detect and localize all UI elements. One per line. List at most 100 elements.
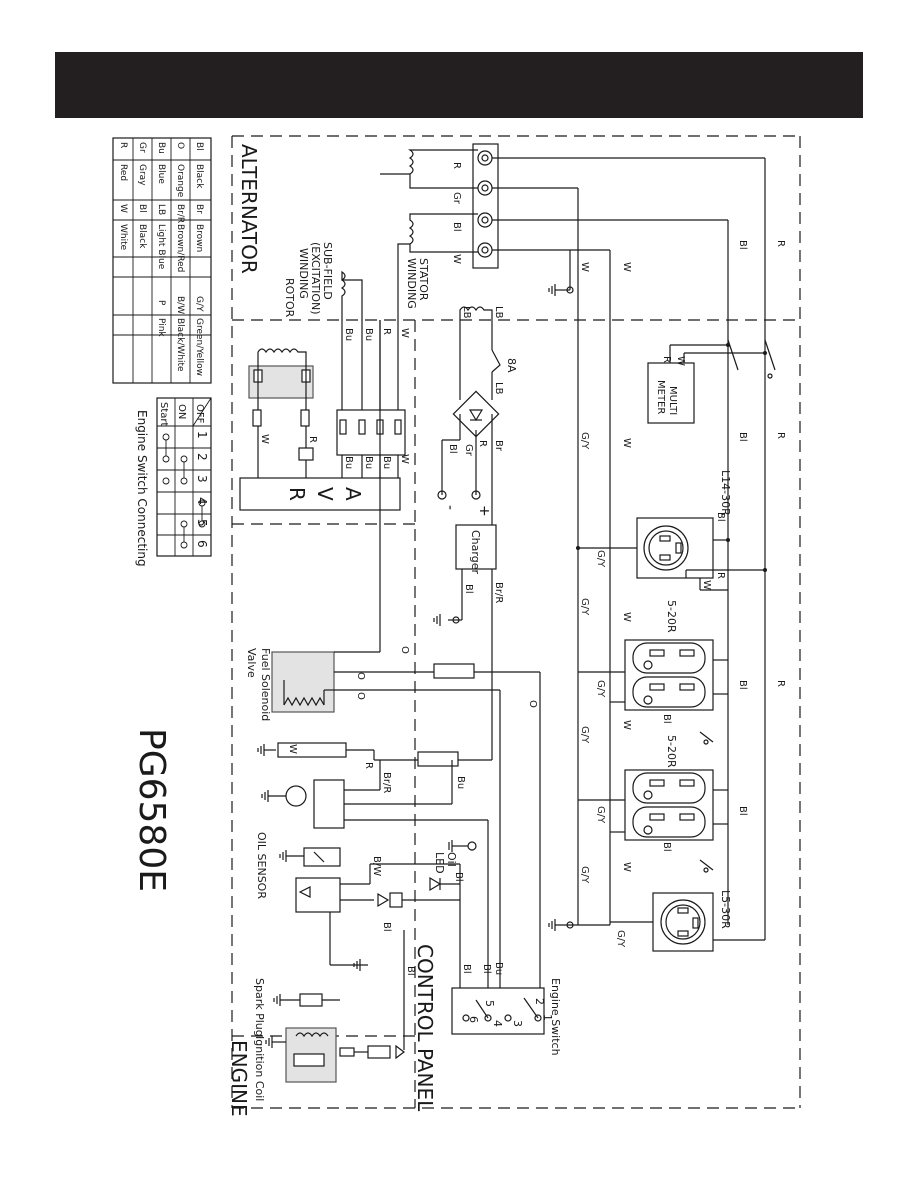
wire-label-bl-5: Bl <box>737 680 748 690</box>
wire-label-bl-4: Bl <box>715 512 726 522</box>
legend-color-blue: Blue <box>156 164 166 184</box>
legend-code-p: P <box>156 300 166 306</box>
stator-label-1: STATOR <box>417 258 430 301</box>
ignition-coil-label: Ignition Coil <box>253 1036 266 1101</box>
wire-label-gy-8: G/Y <box>615 930 626 948</box>
plus-label: + <box>476 505 492 517</box>
legend-color-gray: Gray <box>137 164 147 186</box>
wire-label-gr-2: Gr <box>463 444 474 457</box>
engine-switch-term-6: 6 <box>467 1016 480 1023</box>
switch-row-off: OFF <box>194 404 205 424</box>
legend-color-black2: Black <box>137 224 147 249</box>
l14-30r-label: L14-30R <box>719 470 732 516</box>
wire-label-bl-15: Bl <box>405 966 416 976</box>
switch-col-4: 4 <box>195 497 209 505</box>
5-20r-receptacle-2 <box>578 769 728 873</box>
charging-circuit <box>433 306 501 740</box>
wire-label-w-3: W <box>579 262 590 272</box>
legend-color-white: White <box>118 224 128 251</box>
l5-30r-label: L5-30R <box>719 890 732 929</box>
wire-labels: R Gr Bl W R Bl W W R Bl W G/Y Bl R W G/Y… <box>259 162 786 976</box>
subfield-label-1: SUB-FIELD <box>321 242 334 300</box>
wire-label-w-1: W <box>451 254 462 264</box>
subfield-winding <box>336 270 406 478</box>
switch-col-2: 2 <box>195 453 209 461</box>
wire-label-bu-5: Bu <box>343 456 354 469</box>
switch-col-3: 3 <box>195 475 209 483</box>
wire-label-o-1: O <box>399 646 410 654</box>
wire-label-bl-11: Bl <box>453 872 464 882</box>
wire-label-bl-13: Bl <box>481 964 492 974</box>
engine-title: ENGINE <box>227 1040 251 1117</box>
control-panel-title: CONTROL PANEL <box>413 944 437 1112</box>
wire-label-gy-4: G/Y <box>595 680 606 698</box>
engine-switch-term-5: 5 <box>483 1000 496 1007</box>
rotor <box>248 348 314 478</box>
wire-label-lb-1: LB <box>461 306 472 319</box>
wire-label-r-2: R <box>775 240 786 247</box>
wire-label-lb-2: LB <box>493 306 504 319</box>
wire-label-w-2: W <box>621 262 632 272</box>
multimeter <box>647 343 767 424</box>
wire-label-r-4: R <box>715 572 726 579</box>
legend-color-green-yellow: Green/Yellow <box>194 318 204 376</box>
switch-row-start: Start <box>158 402 169 427</box>
wire-label-bl-2: Bl <box>737 240 748 250</box>
subfield-label-3: WINDING <box>297 248 310 299</box>
wire-label-w-10: W <box>399 454 410 464</box>
engine-switch-term-3: 3 <box>511 1020 524 1027</box>
wire-label-w-9: W <box>399 328 410 338</box>
avr-a: A <box>341 487 365 501</box>
wire-label-gy-5: G/Y <box>579 726 590 744</box>
minus-label: - <box>442 505 458 510</box>
wire-label-bl-1: Bl <box>451 222 462 232</box>
header-bar <box>55 52 863 118</box>
legend-code-r: R <box>118 142 128 148</box>
model-number: PG6580E <box>131 728 172 892</box>
wire-label-w-6: W <box>621 612 632 622</box>
wire-label-o-3: O <box>355 692 366 700</box>
avr-r: R <box>285 487 309 501</box>
switch-col-1: 1 <box>195 431 209 439</box>
wire-label-w-5: W <box>701 580 712 590</box>
legend-color-brown: Brown <box>194 224 204 252</box>
throttle-circuit <box>257 740 493 1000</box>
wire-label-gy-1: G/Y <box>579 432 590 450</box>
oil-sensor-label: OIL SENSOR <box>255 832 268 899</box>
multimeter-label-2: METER <box>655 380 666 414</box>
wire-label-gy-2: G/Y <box>595 550 606 568</box>
switch-table-caption: Engine Switch Connecting <box>135 410 149 567</box>
oil-led-label-1: Oil <box>445 852 458 867</box>
wire-label-bl-10: Bl <box>463 584 474 594</box>
legend-color-brown-red: Brown/Red <box>175 224 185 272</box>
legend-code-bw: B/W <box>175 296 185 314</box>
wire-label-o-2: O <box>355 672 366 680</box>
rotor-label: ROTOR <box>283 278 296 318</box>
multimeter-label: MULTI <box>667 386 678 415</box>
wire-label-w-8: W <box>621 862 632 872</box>
wire-label-r-1: R <box>451 162 462 169</box>
wire-label-bu-4: Bu <box>363 456 374 469</box>
oil-sensor <box>279 840 477 1000</box>
wire-label-r-3: R <box>775 432 786 439</box>
legend-color-black: Black <box>194 164 204 189</box>
switch-row-on: ON <box>176 404 187 419</box>
5-20r-label-1: 5-20R <box>665 600 678 633</box>
spark-plug-label: Spark Plug <box>253 978 266 1037</box>
wire-label-w-4: W <box>621 438 632 448</box>
alternator-title: ALTERNATOR <box>237 144 261 274</box>
legend-code-brr: Br/R <box>175 204 185 223</box>
wire-label-r-8: R <box>307 436 318 443</box>
legend-color-light-blue: Light Blue <box>156 224 166 270</box>
engine-switch-term-4: 4 <box>491 1020 504 1027</box>
switch-table <box>156 397 212 557</box>
legend-code-bl: Bl <box>194 142 204 151</box>
legend-code-bu: Bu <box>156 142 166 154</box>
switch-col-6: 6 <box>195 540 209 548</box>
fuse-label: 8A <box>505 358 518 373</box>
legend-code-bl2: Bl <box>137 204 147 213</box>
legend-code-gy: G/Y <box>194 296 204 312</box>
legend-code-o: O <box>175 142 185 149</box>
wire-label-brr-2: Br/R <box>381 772 392 793</box>
